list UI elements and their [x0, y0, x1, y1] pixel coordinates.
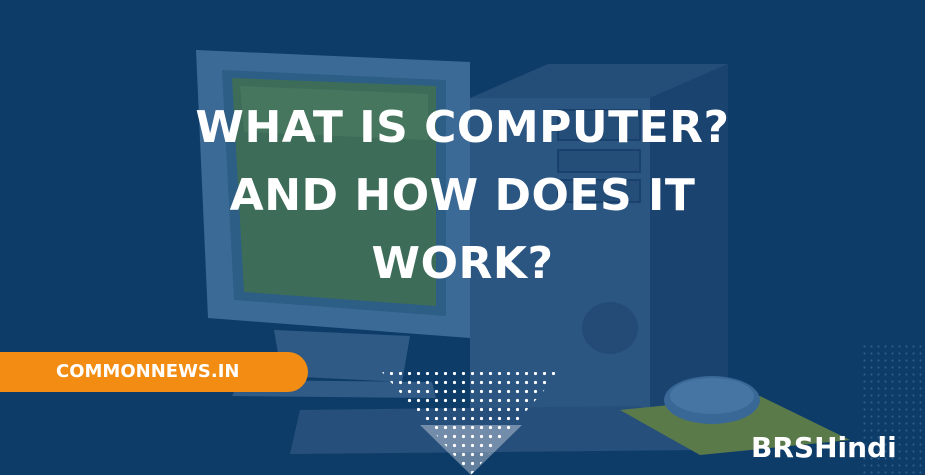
page-title: WHAT IS COMPUTER? AND HOW DOES IT WORK? — [0, 94, 925, 298]
site-badge[interactable]: COMMONNEWS.IN — [0, 352, 308, 392]
title-line-1: WHAT IS COMPUTER? — [195, 102, 730, 153]
halftone-dots-decoration — [860, 345, 925, 475]
mouse-illustration — [664, 376, 760, 424]
brand-watermark: BRSHindi — [751, 431, 897, 464]
monitor-illustration — [196, 50, 470, 398]
title-line-3: WORK? — [371, 238, 554, 289]
title-line-2: AND HOW DOES IT — [229, 170, 696, 221]
